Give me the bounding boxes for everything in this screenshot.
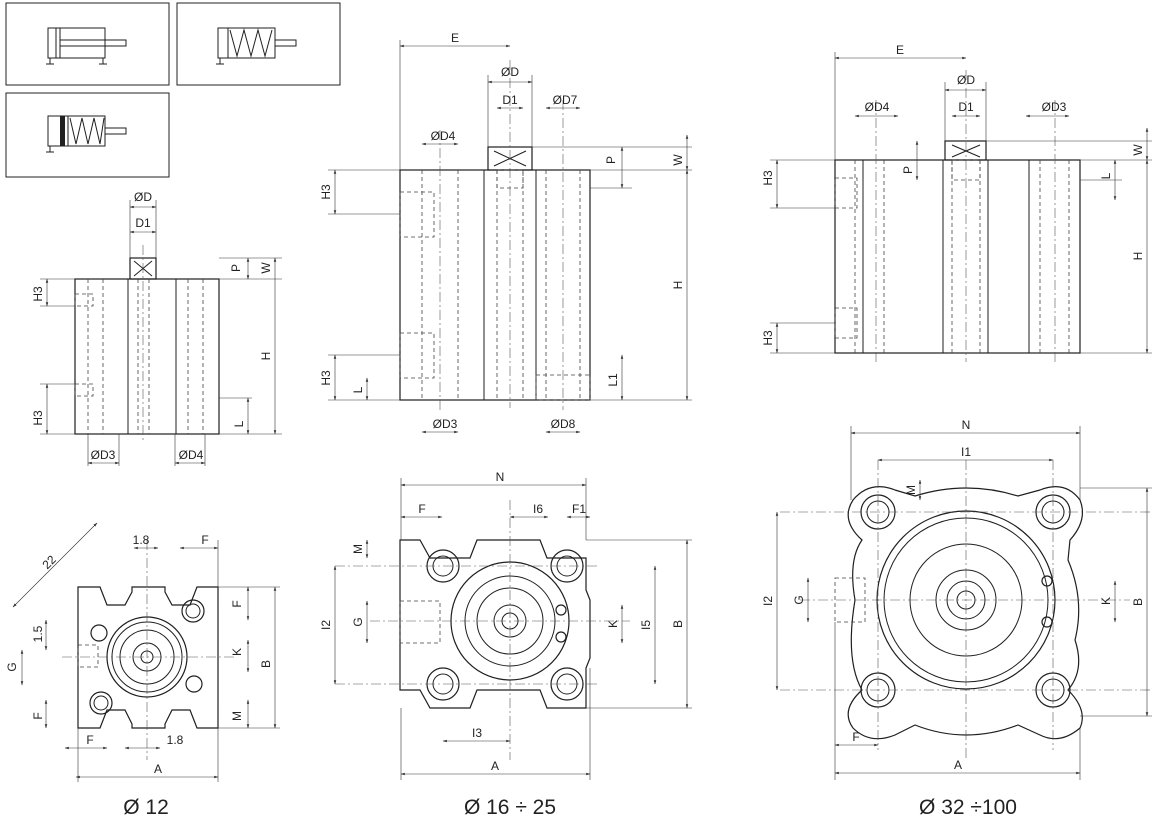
caption-size-large: Ø 32 ÷100 xyxy=(919,796,1017,819)
label-l1-d16: L1 xyxy=(606,373,620,387)
label-f-top-d12: F xyxy=(201,533,208,547)
label-l-d12: L xyxy=(232,420,246,427)
label-g-d16: G xyxy=(351,617,365,626)
symbol-magnetic-spring xyxy=(5,92,170,178)
label-h-d32: H xyxy=(1131,252,1145,261)
label-d1-d32: D1 xyxy=(958,100,974,114)
label-b-d12: B xyxy=(259,660,273,668)
label-h-d12: H xyxy=(259,352,273,361)
label-od-d12: ØD xyxy=(134,190,152,204)
caption-size-medium: Ø 16 ÷ 25 xyxy=(464,796,556,819)
label-g-d32: G xyxy=(792,595,806,604)
label-h3-bottom-d12: H3 xyxy=(31,410,45,426)
label-l-d16: L xyxy=(351,386,365,393)
label-h3-top-d16: H3 xyxy=(319,184,333,200)
label-od4-d16: ØD4 xyxy=(431,129,456,143)
label-k-d16: K xyxy=(606,620,620,628)
label-d1-d16: D1 xyxy=(502,93,518,107)
label-22-d12: 22 xyxy=(39,552,59,572)
symbol-double-acting xyxy=(5,2,170,86)
label-w-d16: W xyxy=(671,154,685,166)
front-view-d16-25 xyxy=(333,478,692,780)
label-p-d12: P xyxy=(229,264,243,272)
label-i2-d32: I2 xyxy=(761,596,775,606)
label-e-d32: E xyxy=(896,43,904,57)
side-view-d12 xyxy=(40,200,282,466)
label-1-8-top-d12: 1.8 xyxy=(133,533,150,547)
label-i6-d16: I6 xyxy=(533,502,543,516)
label-h3-top-d32: H3 xyxy=(761,170,775,186)
label-f-left-d12: F xyxy=(31,712,45,719)
label-n-d16: N xyxy=(496,470,505,484)
label-h3-bottom-d32: H3 xyxy=(761,330,775,346)
label-f-right-d12: F xyxy=(230,600,244,607)
label-i2-d16: I2 xyxy=(319,620,333,630)
label-od4-d32: ØD4 xyxy=(865,100,890,114)
label-w-d12: W xyxy=(259,262,273,274)
label-1-8-bottom-d12: 1.8 xyxy=(167,733,184,747)
label-f-bottom-d12: F xyxy=(86,733,93,747)
dimension-labels: ØD D1 P W H L H3 H3 ØD3 ØD4 E ØD D1 ØD7 … xyxy=(5,31,1145,776)
label-p-d32: P xyxy=(901,166,915,174)
label-a-d16: A xyxy=(491,759,499,773)
caption-size-small: Ø 12 xyxy=(123,796,169,819)
label-od3-d32: ØD3 xyxy=(1042,100,1067,114)
label-od4-d12: ØD4 xyxy=(179,448,204,462)
label-od3-d16: ØD3 xyxy=(433,417,458,431)
front-view-d32-100 xyxy=(775,426,1152,780)
symbol-single-acting-spring xyxy=(176,2,341,86)
label-od-d32: ØD xyxy=(957,73,975,87)
label-f-d32: F xyxy=(852,730,859,744)
side-view-d32-100 xyxy=(770,52,1152,362)
label-p-d16: P xyxy=(604,156,618,164)
label-1-5-d12: 1.5 xyxy=(31,625,45,642)
label-b-d32: B xyxy=(1131,598,1145,606)
label-od8-d16: ØD8 xyxy=(551,417,576,431)
side-view-d16-25 xyxy=(328,40,692,434)
label-d1-d12: D1 xyxy=(135,216,151,230)
label-i1-d32: I1 xyxy=(961,445,971,459)
label-w-d32: W xyxy=(1131,144,1145,156)
label-a-d32: A xyxy=(954,758,962,772)
label-b-d16: B xyxy=(671,620,685,628)
label-f-d16: F xyxy=(418,502,425,516)
label-h3-top-d12: H3 xyxy=(31,286,45,302)
label-m-d16: M xyxy=(351,544,365,554)
label-h3-bottom-d16: H3 xyxy=(319,370,333,386)
label-m-d32: M xyxy=(904,485,918,495)
label-m-d12: M xyxy=(230,711,244,721)
label-f1-d16: F1 xyxy=(572,502,586,516)
label-h-d16: H xyxy=(671,281,685,290)
label-n-d32: N xyxy=(962,418,971,432)
label-i3-d16: I3 xyxy=(472,726,482,740)
label-a-d12: A xyxy=(154,762,162,776)
label-od7-d16: ØD7 xyxy=(553,93,578,107)
label-g-d12: G xyxy=(5,662,19,671)
front-view-d12 xyxy=(12,522,280,782)
label-od3-d12: ØD3 xyxy=(91,448,116,462)
label-k-d32: K xyxy=(1099,597,1113,605)
label-od-d16: ØD xyxy=(501,65,519,79)
label-i5-d16: I5 xyxy=(639,620,653,630)
label-e-d16: E xyxy=(451,31,459,45)
label-l-d32: L xyxy=(1099,172,1113,179)
label-k-d12: K xyxy=(230,648,244,656)
